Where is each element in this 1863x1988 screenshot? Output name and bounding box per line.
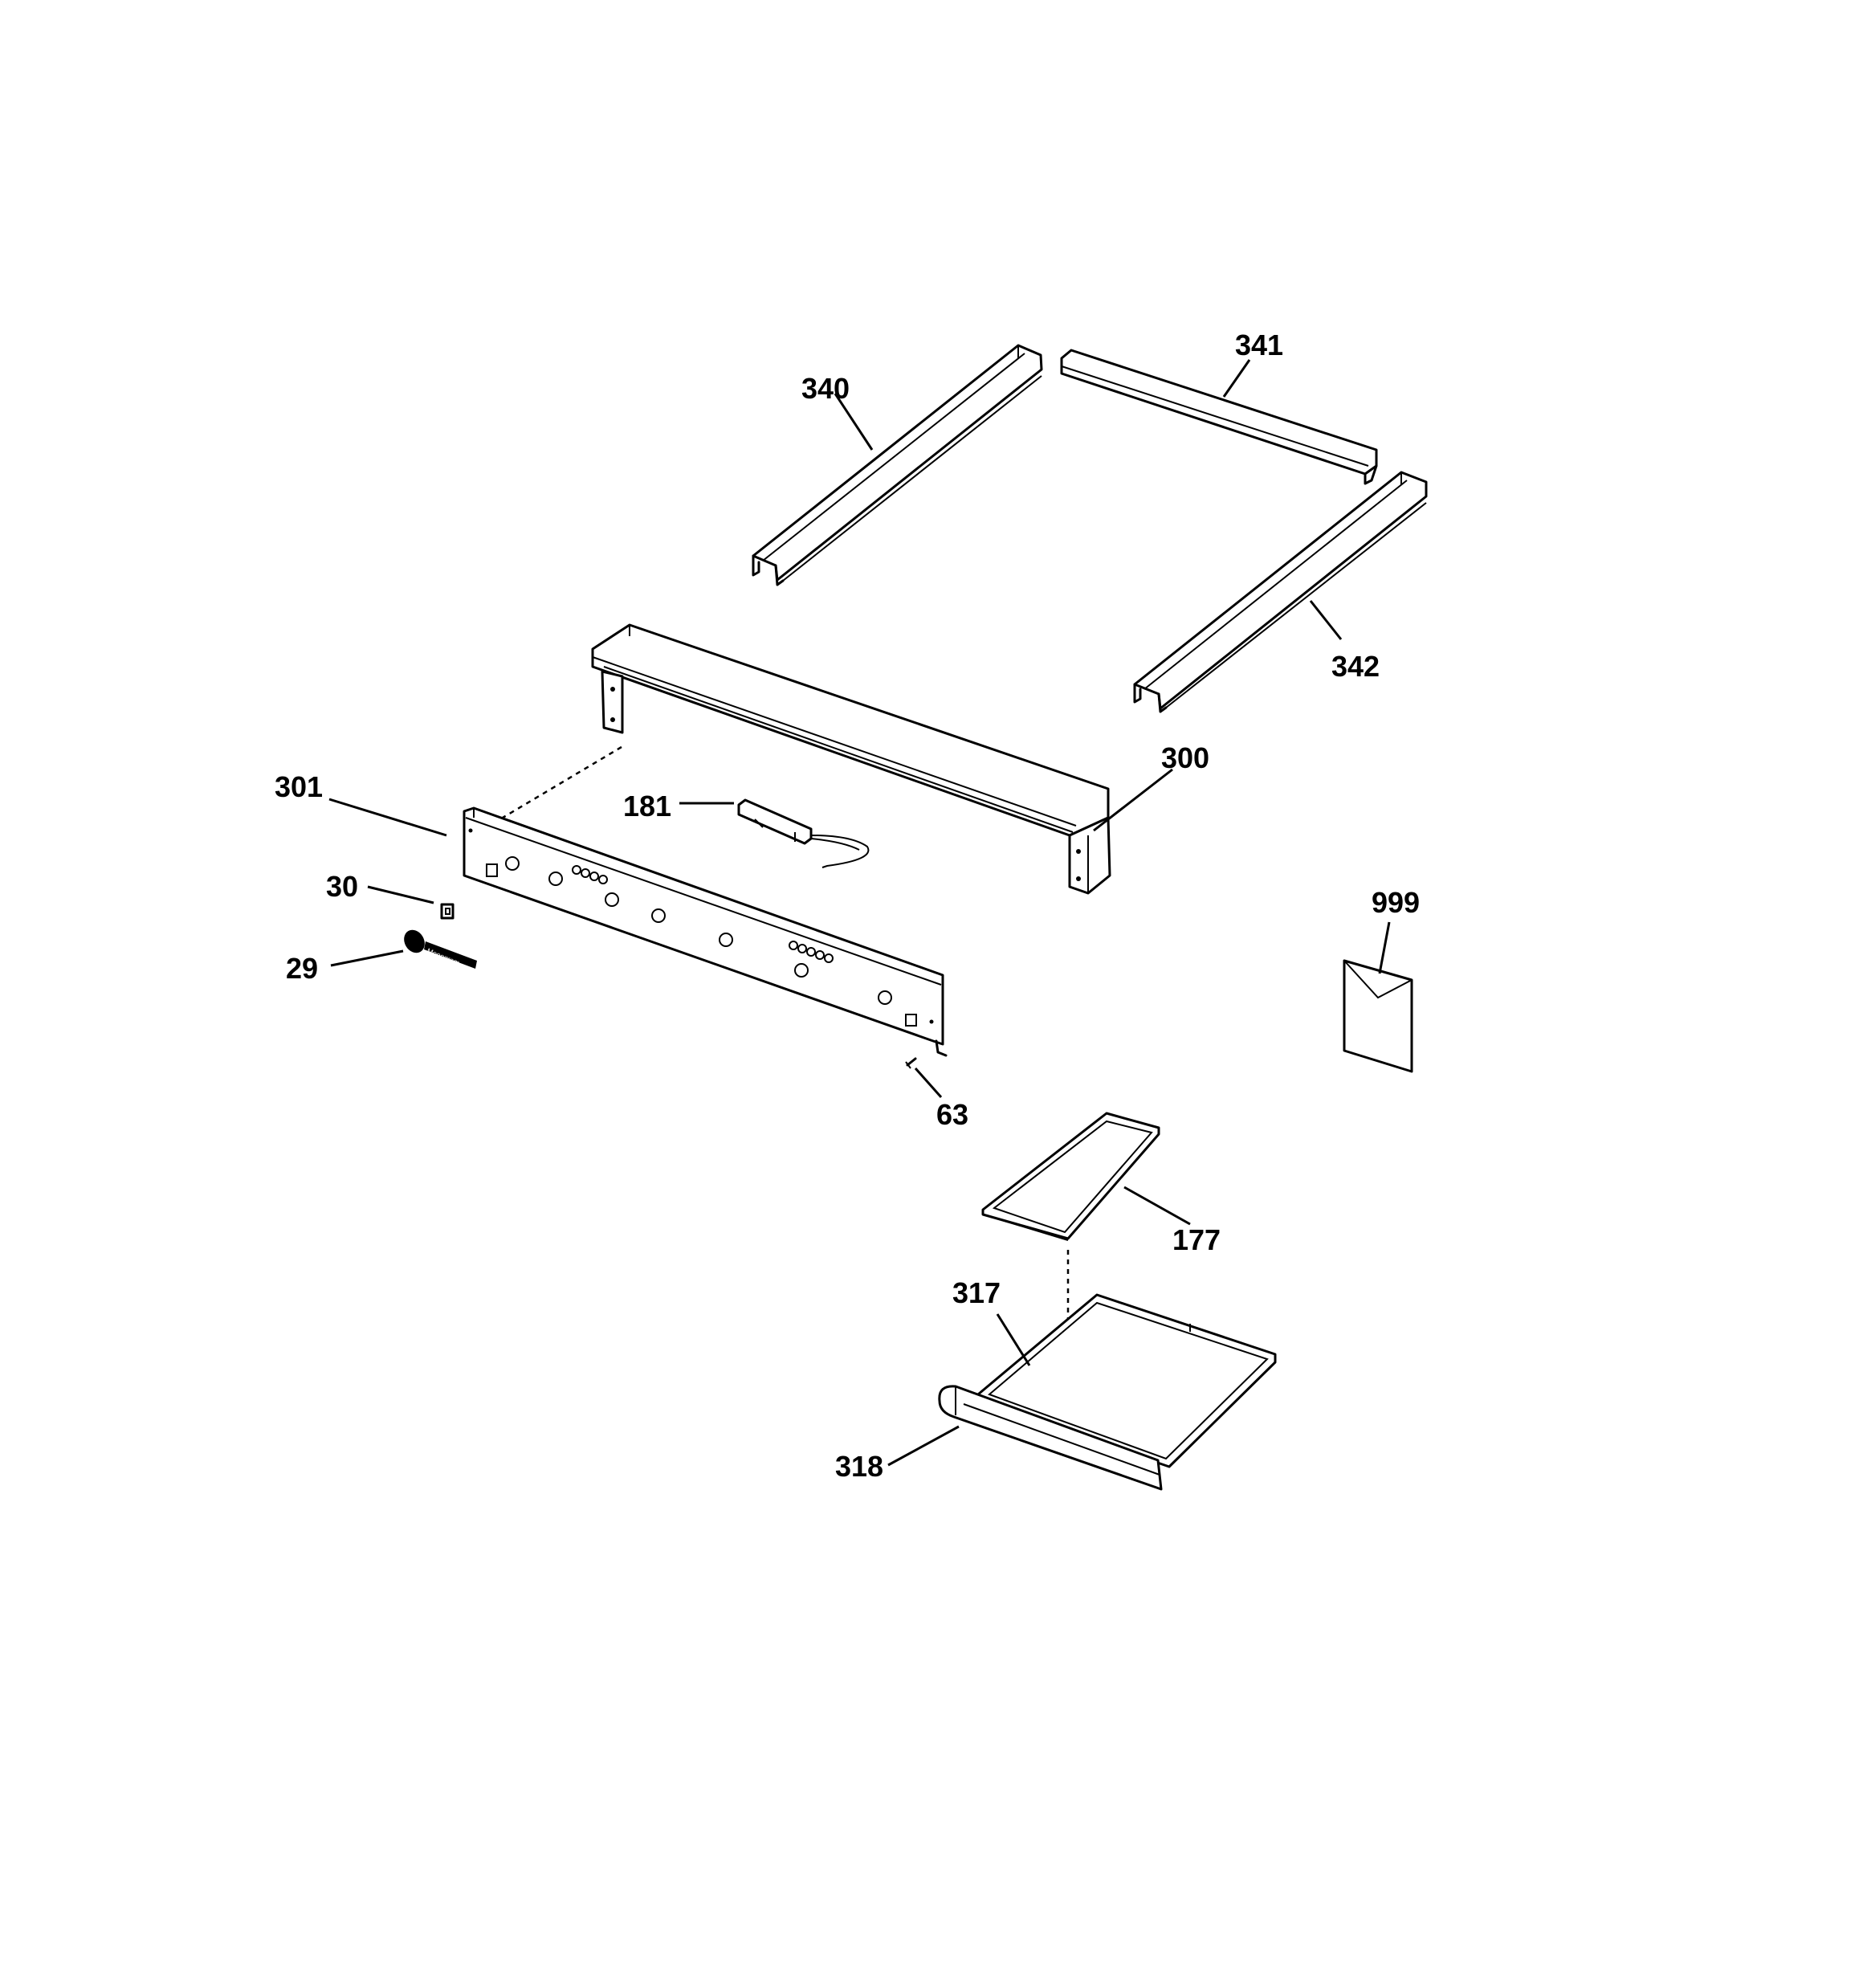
leader-318 [887,1425,960,1467]
callout-318: 318 [835,1450,883,1483]
part-318-front-handle [938,1385,1163,1491]
leader-300 [1093,768,1173,832]
callout-342: 342 [1331,650,1380,683]
leader-29 [330,949,404,967]
leader-63 [914,1067,943,1098]
part-301-control-panel [463,806,948,1057]
part-341-rear-rail [1060,349,1378,485]
callout-300: 300 [1161,741,1209,774]
leader-30 [367,885,434,904]
part-340-side-rail-left [752,344,1043,586]
leader-301 [328,798,447,837]
leader-999 [1378,921,1391,974]
callout-999: 999 [1372,886,1420,919]
leader-340 [834,393,874,451]
callout-340: 340 [801,372,850,405]
part-999-literature-envelope [1343,959,1413,1073]
part-342-side-rail-right [1133,471,1428,713]
part-63-screw [905,1057,917,1069]
leader-177 [1123,1186,1191,1226]
callout-labels: 340 341 342 300 301 181 30 29 63 999 177… [275,329,1420,1483]
callout-341: 341 [1235,329,1283,361]
callout-181: 181 [623,790,671,823]
leader-342 [1309,600,1343,640]
callout-317: 317 [952,1276,1001,1309]
alignment-dashed-line-panel [502,745,622,819]
part-29-brand-badge: Monogram [404,929,477,969]
leader-341 [1222,359,1251,398]
part-181-wire-harness [737,798,870,868]
callout-29: 29 [286,952,318,985]
part-30-clip [440,903,455,920]
callout-30: 30 [326,870,358,903]
leader-317 [996,1313,1031,1366]
callout-301: 301 [275,770,323,803]
leader-lines [328,359,1391,1467]
part-300-front-header [591,623,1111,895]
callout-177: 177 [1172,1223,1221,1256]
part-177-filter-tray [981,1112,1160,1241]
callout-63: 63 [936,1098,968,1131]
